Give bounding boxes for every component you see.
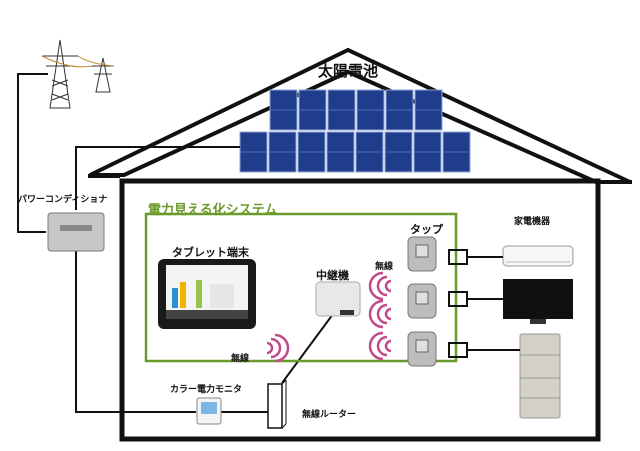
tablet-label: タブレット端末 bbox=[172, 246, 249, 259]
wireless-wave bbox=[376, 335, 388, 357]
solar-panel-label: 太陽電池 bbox=[318, 62, 379, 80]
system-frame bbox=[144, 212, 458, 363]
wiring bbox=[17, 73, 337, 413]
wireless-label-1: 無線 bbox=[375, 262, 394, 272]
wireless-wave bbox=[368, 331, 384, 361]
power-conditioner-label: パワーコンディショナ bbox=[18, 195, 108, 205]
air-conditioner bbox=[502, 245, 574, 267]
plug-icons bbox=[448, 249, 468, 358]
system-name-label: 電力見える化システム bbox=[148, 203, 278, 218]
wireless-waves bbox=[266, 271, 392, 363]
wireless-router-label: 無線ルーター bbox=[302, 410, 357, 420]
color-monitor-label: カラー電力モニタ bbox=[170, 385, 243, 395]
refrigerator bbox=[519, 333, 561, 419]
wireless-wave bbox=[274, 333, 290, 363]
relay-device bbox=[315, 281, 361, 317]
wireless-wave bbox=[376, 275, 388, 297]
relay-label: 中継機 bbox=[316, 269, 349, 282]
appliances-label: 家電機器 bbox=[514, 217, 551, 227]
house-wall bbox=[119, 178, 601, 442]
wireless-wave bbox=[266, 341, 274, 355]
appliance-cords bbox=[467, 256, 520, 351]
solar-panel-array bbox=[239, 89, 471, 173]
wireless-wave bbox=[376, 303, 388, 325]
wireless-wave bbox=[384, 279, 392, 293]
tap-label: タップ bbox=[410, 223, 443, 236]
wireless-wave bbox=[384, 307, 392, 321]
color-monitor-device bbox=[196, 397, 222, 425]
power-tower-icon bbox=[41, 39, 115, 109]
wireless-label-2: 無線 bbox=[231, 354, 250, 364]
wireless-wave bbox=[270, 337, 282, 359]
wireless-wave bbox=[384, 339, 392, 353]
smart-taps bbox=[407, 236, 437, 367]
television bbox=[503, 279, 573, 324]
router-device bbox=[267, 379, 287, 429]
wireless-wave bbox=[368, 271, 384, 301]
wireless-wave bbox=[368, 299, 384, 329]
tablet-device bbox=[158, 259, 256, 329]
power-conditioner-device bbox=[47, 212, 105, 252]
